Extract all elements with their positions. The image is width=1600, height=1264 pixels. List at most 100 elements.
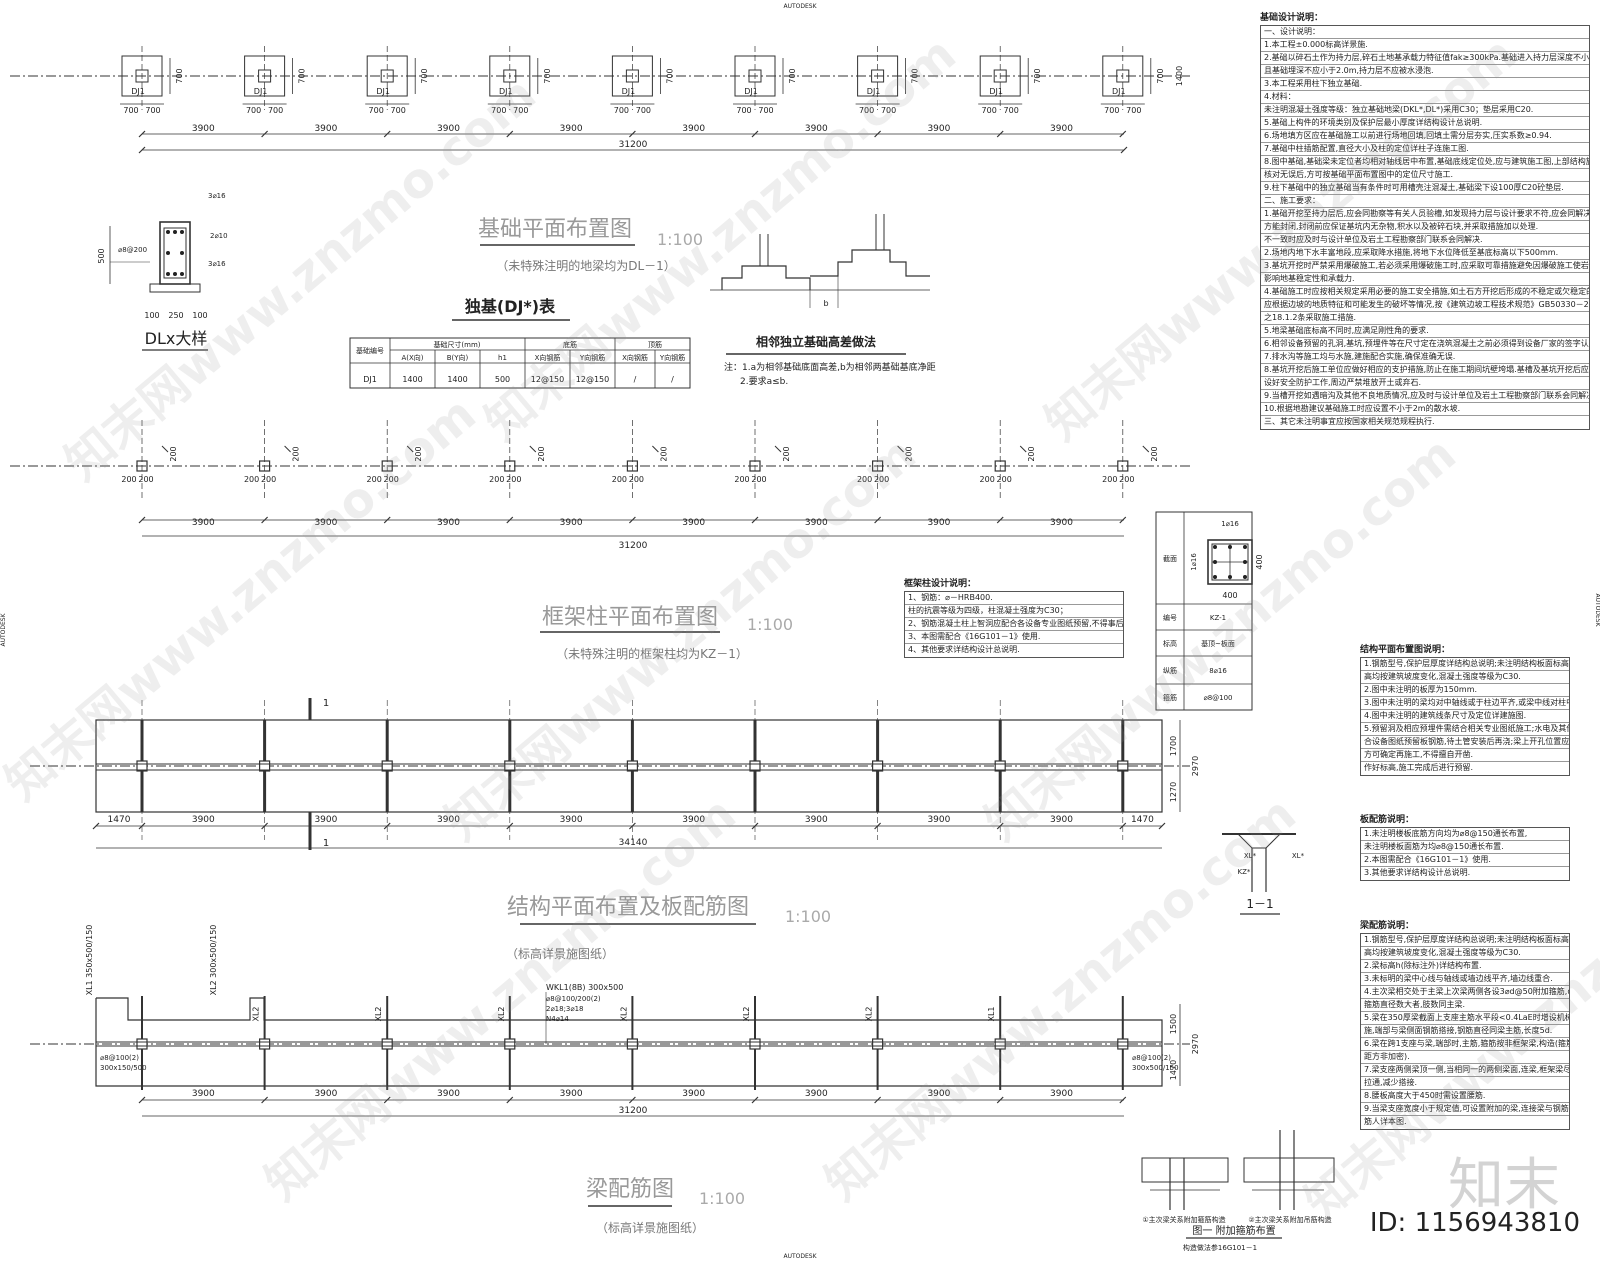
column-KZ1 bbox=[136, 460, 148, 472]
slab-note-item: 未注明楼板面筋为均⌀8@150通长布置. bbox=[1361, 841, 1569, 854]
column-half-dim-left: 200 bbox=[489, 475, 504, 484]
footing-label: DJ1 bbox=[376, 87, 390, 96]
footing-DJ1 bbox=[366, 55, 408, 97]
beam-xl-mark: XL2 bbox=[742, 1006, 751, 1021]
dim-tick bbox=[506, 130, 514, 138]
footing-half-dim-right: 700 bbox=[391, 106, 406, 115]
structure-note-item: 2.图中未注明的板厚为150mm. bbox=[1361, 684, 1569, 697]
footing-half-dim-right: 700 bbox=[1004, 106, 1019, 115]
span-dim: 3900 bbox=[560, 518, 583, 528]
kz-row-value: 8⌀16 bbox=[1209, 667, 1227, 675]
beam-note-item: 9.当梁支座宽度小于规定值,可设置附加的梁,连接梁与钢筋架. bbox=[1361, 1103, 1569, 1116]
section-label-kz: KZ* bbox=[1238, 868, 1251, 876]
section-label-xl-right: XL* bbox=[1292, 852, 1305, 860]
dl-rebar-bottom: 3⌀16 bbox=[208, 260, 226, 268]
dim-tick bbox=[1119, 130, 1127, 138]
column-KZ1 bbox=[994, 460, 1006, 472]
dl-rebar-stirrup: ⌀8@200 bbox=[118, 246, 147, 254]
beam-column bbox=[871, 1038, 884, 1050]
border-text-top: AUTODESK bbox=[783, 3, 817, 10]
span-dim: 3900 bbox=[314, 1089, 337, 1099]
column-half-dim-left: 200 bbox=[980, 475, 995, 484]
column-side-dim: 200 bbox=[782, 446, 791, 461]
column-half-dim-right: 200 bbox=[506, 475, 521, 484]
span-dim: 3900 bbox=[805, 815, 828, 825]
column-side-dim: 200 bbox=[1027, 446, 1036, 461]
slab-notes-title: 板配筋说明： bbox=[1360, 815, 1415, 825]
foundation-note-item: 2.基础以碎石土作为持力层,碎石土地基承载力特征值fak≥300kPa.基础进入… bbox=[1261, 52, 1589, 65]
footing-half-dim-left: 700 bbox=[491, 106, 506, 115]
footing-side-dim: 700 bbox=[1156, 68, 1165, 83]
dim-tick bbox=[1119, 822, 1127, 830]
foundation-note-item: 5.基础上构件的环境类别及保护层最小厚度详结构设计总说明. bbox=[1261, 117, 1589, 130]
dim-tick bbox=[1142, 445, 1150, 453]
structure-plan-title: 结构平面布置及板配筋图 bbox=[507, 895, 749, 920]
foundation-note-item: 未注明混凝土强度等级：独立基础地梁(DKL*,DL*)采用C30；垫层采用C20… bbox=[1261, 104, 1589, 117]
span-dim: 3900 bbox=[805, 124, 828, 134]
column-half-dim-right: 200 bbox=[1119, 475, 1134, 484]
structure-note-item: 高均按建筑坡度变化,混凝土强度等级为C30. bbox=[1361, 671, 1569, 684]
rebar-dot bbox=[173, 230, 177, 234]
border-text-right: AUTODESK bbox=[1594, 593, 1600, 627]
span-dim: 3900 bbox=[192, 124, 215, 134]
column-side-dim: 200 bbox=[537, 446, 546, 461]
beam-note-item: 距方非加密). bbox=[1361, 1051, 1569, 1064]
span-dim: 3900 bbox=[437, 1089, 460, 1099]
rebar-dot bbox=[1228, 545, 1232, 549]
dl-rebar-side: 2⌀10 bbox=[210, 232, 228, 240]
dim-tick bbox=[751, 822, 759, 830]
beam-note-item: 箍筋直径数大者,肢数同主梁. bbox=[1361, 999, 1569, 1012]
total-dim: 31200 bbox=[619, 541, 648, 551]
span-dim: 3900 bbox=[314, 815, 337, 825]
footing-side-dim: 700 bbox=[665, 68, 674, 83]
beam-right-annotation: 300x500/150 bbox=[1132, 1064, 1179, 1072]
foundation-note-item: 1.基础开挖至持力层后,应会同勘察等有关人员验槽,如发现持力层与设计要求不符,应… bbox=[1261, 208, 1589, 221]
step-footing-high bbox=[810, 249, 930, 277]
total-dim: 31200 bbox=[619, 140, 648, 150]
beam-xl-mark: XL2 bbox=[619, 1006, 628, 1021]
footing-side-dim: 700 bbox=[420, 68, 429, 83]
dj-header-size: 基础尺寸(mm) bbox=[433, 340, 480, 349]
footing-half-dim-right: 700 bbox=[268, 106, 283, 115]
rebar-dot bbox=[166, 272, 170, 276]
beam-column bbox=[504, 1038, 516, 1050]
slab-outline bbox=[95, 719, 1163, 813]
column-KZ1 bbox=[1117, 460, 1129, 472]
foundation-note-item: 3.基坑开挖时严禁采用爆破施工,若必须采用爆破施工时,应采取可靠措施避免因爆破施… bbox=[1261, 260, 1589, 273]
structure-side-dim-top: 1700 bbox=[1169, 736, 1178, 756]
dj-cell: 1400 bbox=[447, 375, 467, 384]
foundation-note-item: 核对无误后,方可按基础平面布置图中的定位尺寸施工. bbox=[1261, 169, 1589, 182]
column-KZ1 bbox=[381, 460, 393, 472]
footing-half-dim-left: 700 bbox=[1104, 106, 1119, 115]
column-half-dim-left: 200 bbox=[734, 475, 749, 484]
dim-tick bbox=[506, 516, 514, 524]
structure-column bbox=[994, 760, 1006, 772]
column-side-dim: 200 bbox=[905, 446, 914, 461]
span-dim: 3900 bbox=[314, 518, 337, 528]
span-dim: 3900 bbox=[560, 815, 583, 825]
span-dim: 3900 bbox=[1050, 518, 1073, 528]
foundation-note-item: 不一致时应及时与设计单位及岩土工程勘察部门联系会同解决. bbox=[1261, 234, 1589, 247]
kz-row-label: 编号 bbox=[1163, 613, 1177, 622]
dim-tick bbox=[529, 445, 537, 453]
beam-side-dim-bottom: 1470 bbox=[1169, 1060, 1178, 1080]
dj-cell: 12@150 bbox=[576, 375, 609, 384]
kz-rebar-top: 1⌀16 bbox=[1221, 520, 1239, 528]
step-note-1: 注：1.a为相邻基础底面高差,b为相邻两基础基底净距 bbox=[724, 361, 936, 373]
structure-column bbox=[749, 760, 761, 772]
column-note-item: 3、本图需配合《16G101－1》使用. bbox=[905, 631, 1123, 644]
footing-DJ1 bbox=[611, 55, 653, 97]
rebar-dot bbox=[1213, 575, 1217, 579]
foundation-note-item: 二、施工要求： bbox=[1261, 195, 1589, 208]
dj-subheader: A(X向) bbox=[401, 353, 423, 362]
footing-half-dim-left: 700 bbox=[369, 106, 384, 115]
beam-note-item: 施,端部与梁侧面钢筋搭接,钢筋直径同梁主筋,长度5d. bbox=[1361, 1025, 1569, 1038]
wkl-rebar: ⌀8@100/200(2) bbox=[546, 995, 601, 1003]
dim-tick bbox=[284, 445, 291, 453]
column-half-dim-left: 200 bbox=[244, 475, 259, 484]
dim-tick bbox=[138, 1096, 146, 1104]
dim-tick bbox=[751, 516, 759, 524]
structure-note-item: 5.预留洞及相应预埋件需结合相关专业图纸施工;水电及其他专业应配 bbox=[1361, 723, 1569, 736]
